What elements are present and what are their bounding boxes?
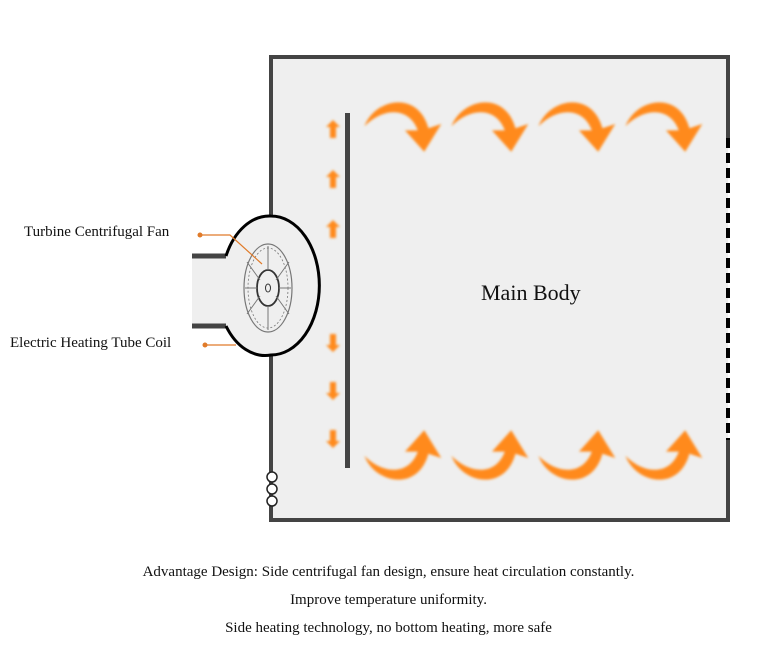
airflow-up-arrow-icon [326,220,340,238]
airflow-up-arrow-icon [326,120,340,138]
fan-housing [224,214,321,357]
airflow-down-arrow-icon [326,430,340,448]
fan-callout-line [197,232,263,265]
air-baffle-plate [345,113,350,468]
caption-line-3: Side heating technology, no bottom heati… [225,620,552,636]
caption-line-2: Improve temperature uniformity. [290,592,487,608]
centrifugal-fan-icon [243,243,293,333]
vent-holes [266,471,278,507]
main-body-label: Main Body [481,280,581,305]
chamber-frame-top [269,55,730,216]
airflow-up-arrow-icon [326,170,340,188]
airflow-down-arrow-icon [326,382,340,400]
coil-callout-label: Electric Heating Tube Coil [10,335,172,351]
fan-callout-label: Turbine Centrifugal Fan [24,224,170,240]
coil-callout-line [202,342,236,348]
chamber-frame-bottom [269,355,730,522]
caption-line-1: Advantage Design: Side centrifugal fan d… [142,564,635,580]
airflow-down-arrow-icon [326,334,340,352]
